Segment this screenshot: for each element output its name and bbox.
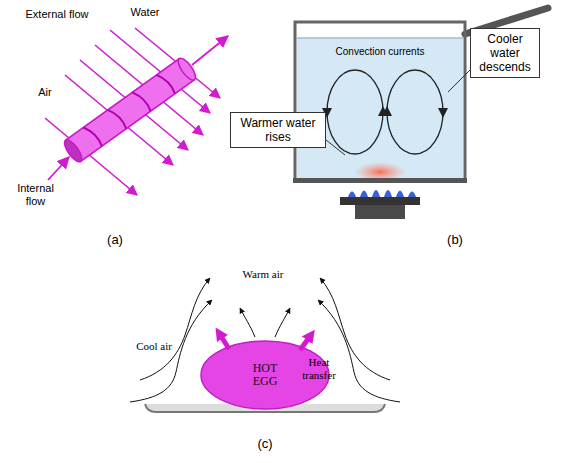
flow-label: Internal flow [8, 182, 63, 208]
pot-wall [295, 22, 465, 180]
air-stream [275, 308, 290, 337]
air-stream [240, 308, 255, 337]
flame-tongue [408, 192, 416, 198]
flame-tongue [384, 190, 392, 197]
panel-label: (c) [250, 436, 280, 452]
burner-stand [355, 205, 405, 219]
air-streams [130, 278, 400, 402]
callout-box: Warmer water rises [230, 112, 326, 148]
flame-tongue [360, 191, 368, 198]
pot-base [293, 178, 467, 183]
convection-loop [327, 70, 383, 154]
heat-arrow [300, 335, 311, 350]
pipe [62, 56, 199, 165]
fluid-label: Air [30, 86, 60, 99]
water-surface [297, 37, 463, 39]
pipe-body [66, 59, 195, 162]
leader-line [326, 140, 345, 155]
external-flow-arrows [45, 28, 220, 195]
callout-box: Cooler water descends [470, 28, 540, 78]
leader-line [448, 70, 470, 92]
water [297, 38, 463, 178]
callout-text: Warmer water rises [236, 116, 320, 144]
air-stream [140, 278, 210, 380]
flame-tongue [372, 190, 380, 197]
pipe-end [175, 56, 198, 83]
callout-text: Cooler water descends [476, 32, 534, 74]
air-stream [318, 300, 400, 402]
flame-tongue [396, 191, 404, 198]
egg-text: HOT EGG [243, 362, 287, 388]
air-stream [320, 278, 390, 380]
flow-label: External flow [22, 8, 92, 21]
convection-loops [327, 70, 443, 154]
flame [348, 190, 416, 197]
air-label: Cool air [136, 340, 172, 353]
convection-label: Convection currents [318, 45, 442, 58]
internal-flow-arrow [48, 157, 69, 180]
outflow-arrow [192, 36, 228, 65]
convection-loop [387, 70, 443, 154]
heat-label: Heat transfer [296, 356, 342, 382]
heat-arrow [219, 333, 229, 349]
pipe-coil [83, 72, 176, 149]
burner [340, 197, 420, 205]
panel-label: (a) [100, 232, 130, 248]
flame-tongue [348, 192, 356, 198]
loop-arrowhead [382, 106, 392, 116]
loop-arrowheads [322, 106, 448, 118]
panel-label: (b) [440, 232, 470, 248]
air-stream [130, 300, 212, 402]
fluid-label: Water [125, 6, 165, 19]
air-label: Warm air [242, 268, 284, 281]
loop-arrowhead [438, 108, 448, 118]
